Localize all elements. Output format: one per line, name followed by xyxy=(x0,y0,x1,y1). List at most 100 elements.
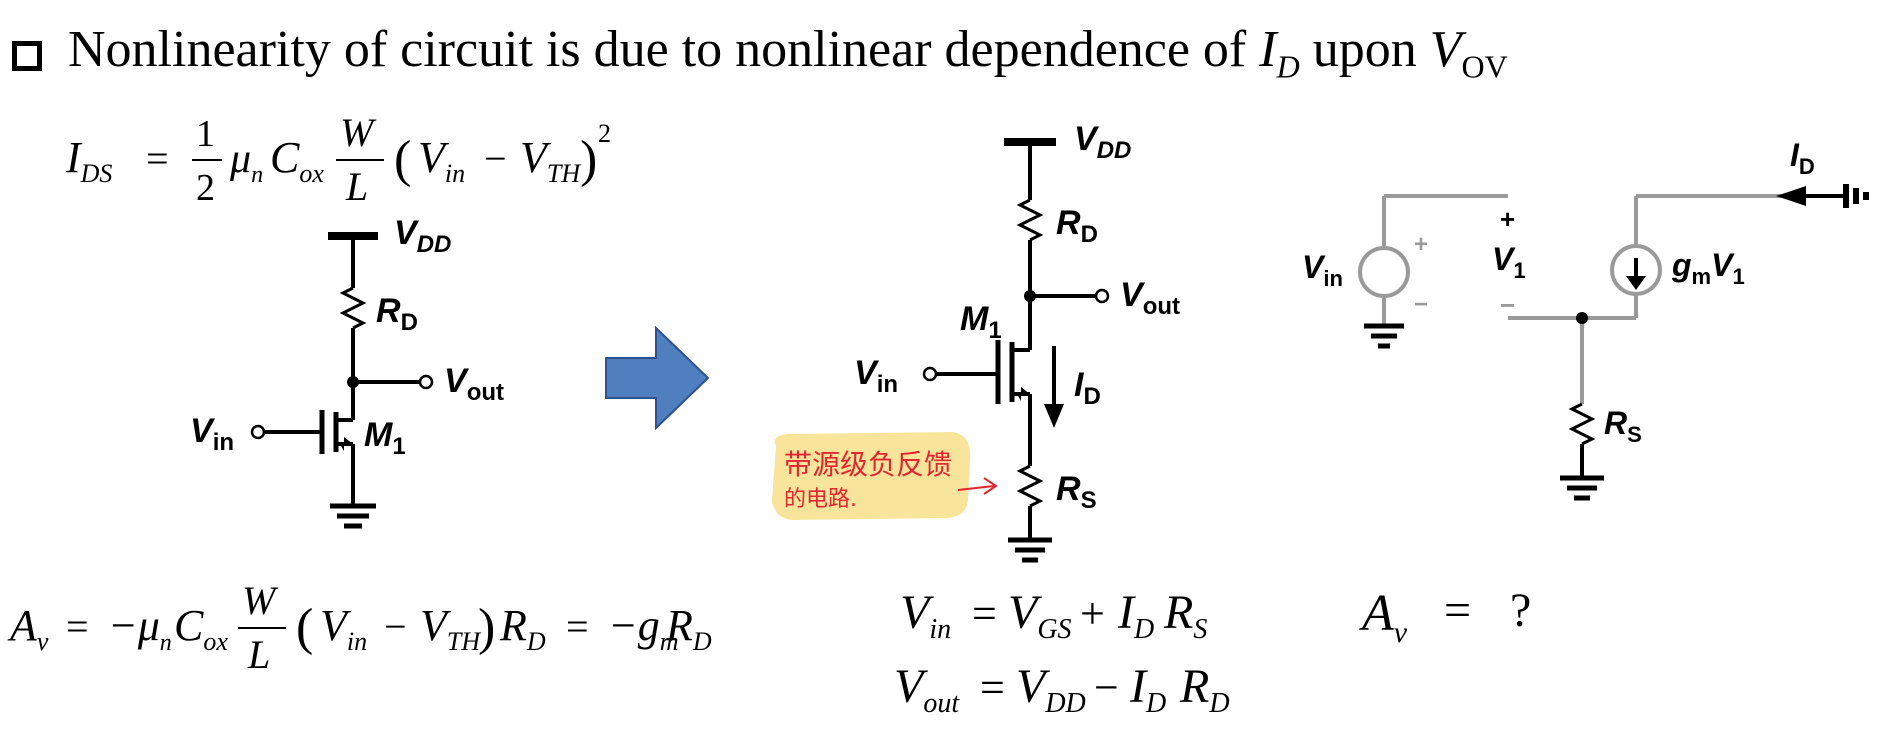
svg-text:=: = xyxy=(566,604,589,649)
svg-text:−: − xyxy=(1094,663,1119,712)
heading: Nonlinearity of circuit is due to nonlin… xyxy=(12,18,1508,88)
svg-text:Av: Av xyxy=(7,601,49,656)
equation-vout: Vout = VDD − ID RD xyxy=(894,660,1230,719)
svg-text:+: + xyxy=(1080,589,1105,638)
svg-text:ID: ID xyxy=(1074,366,1101,410)
svg-text:VTH: VTH xyxy=(420,601,481,656)
svg-text:VDD: VDD xyxy=(394,214,451,258)
svg-text:=: = xyxy=(980,663,1005,712)
svg-text:RD: RD xyxy=(1056,204,1098,248)
svg-text:VTH: VTH xyxy=(520,133,581,188)
svg-text:Vin: Vin xyxy=(190,412,234,456)
svg-text:−: − xyxy=(484,136,507,181)
circuit-3-labels: ID Vin + − + − V1 gmV1 RS xyxy=(1302,137,1815,447)
resistor-rd-2 xyxy=(1016,198,1044,242)
heading-middle: upon xyxy=(1299,21,1430,79)
svg-text:−gm: −gm xyxy=(608,601,678,656)
svg-text:M1: M1 xyxy=(960,300,1002,344)
vout-terminal-2 xyxy=(1094,288,1110,304)
svg-text:RS: RS xyxy=(1056,470,1097,514)
svg-text:W: W xyxy=(242,578,279,623)
svg-text:RD: RD xyxy=(665,601,712,656)
svg-text:Vin: Vin xyxy=(1302,249,1343,291)
svg-text:+: + xyxy=(1500,204,1515,234)
heading-var2-sub: OV xyxy=(1461,48,1508,85)
heading-var1: I xyxy=(1259,21,1277,79)
svg-text:RD: RD xyxy=(499,601,546,656)
svg-text:−: − xyxy=(1500,290,1515,320)
svg-text:IDS: IDS xyxy=(65,133,112,188)
heading-prefix: Nonlinearity of circuit is due to nonlin… xyxy=(68,21,1260,79)
svg-text:ID: ID xyxy=(1790,137,1815,179)
svg-text:1: 1 xyxy=(196,113,215,155)
svg-text:VDD: VDD xyxy=(1074,120,1131,164)
note-line-2: 的电路. xyxy=(784,487,857,512)
svg-text:Vout: Vout xyxy=(444,362,504,406)
svg-text:W: W xyxy=(340,110,377,155)
svg-text:2: 2 xyxy=(196,167,215,209)
svg-text:−μn: −μn xyxy=(108,601,172,656)
resistor-rd-1 xyxy=(339,286,367,330)
svg-text:=: = xyxy=(1444,584,1471,637)
bullet-square-icon xyxy=(12,41,42,71)
svg-text:Cox: Cox xyxy=(174,601,228,656)
svg-text:Vin: Vin xyxy=(320,601,367,656)
svg-text:=: = xyxy=(972,589,997,638)
svg-text:L: L xyxy=(247,632,270,677)
svg-text:Vin: Vin xyxy=(854,354,898,398)
svg-text:?: ? xyxy=(1510,584,1531,637)
svg-text:=: = xyxy=(146,136,169,181)
svg-text:ID: ID xyxy=(1129,660,1166,719)
heading-text: Nonlinearity of circuit is due to nonlin… xyxy=(68,20,1508,85)
resistor-rs-2 xyxy=(1016,464,1044,508)
svg-text:−: − xyxy=(1414,291,1428,318)
svg-text:RD: RD xyxy=(376,292,418,336)
svg-text:L: L xyxy=(345,164,368,209)
svg-text:+: + xyxy=(1414,231,1428,258)
vin-terminal-2 xyxy=(922,366,938,382)
vin-terminal-1 xyxy=(250,424,266,440)
svg-text:=: = xyxy=(66,604,89,649)
svg-text:RS: RS xyxy=(1163,586,1207,645)
svg-text:(: ( xyxy=(394,131,411,188)
svg-text:Vin: Vin xyxy=(418,133,465,188)
current-direction-icon xyxy=(1626,276,1646,290)
heading-var1-sub: D xyxy=(1276,48,1300,85)
svg-text:−: − xyxy=(384,604,407,649)
equation-av: Av = −μn Cox W L ( Vin − VTH ) RD = −gm … xyxy=(7,578,712,677)
svg-text:2: 2 xyxy=(598,119,611,148)
svg-text:μn: μn xyxy=(229,136,263,188)
svg-text:VGS: VGS xyxy=(1008,586,1072,645)
svg-text:Vout: Vout xyxy=(1120,276,1180,320)
equation-ids: IDS = 1 2 μn Cox W L ( Vin − VTH ) 2 xyxy=(65,110,611,209)
svg-text:VDD: VDD xyxy=(1016,660,1086,719)
svg-text:(: ( xyxy=(296,599,313,656)
heading-var2: V xyxy=(1429,21,1462,79)
handwritten-note: 带源级负反馈 的电路. xyxy=(772,432,998,520)
circuit-2-labels: VDD RD M1 Vout Vin ID RS xyxy=(854,120,1180,514)
svg-text:gmV1: gmV1 xyxy=(1671,247,1745,289)
svg-text:RD: RD xyxy=(1179,660,1230,719)
vout-terminal-1 xyxy=(418,374,434,390)
equation-vin: Vin = VGS + ID RS xyxy=(900,586,1207,645)
resistor-rs-3 xyxy=(1568,402,1596,446)
equation-av-question: Av = ? xyxy=(1359,584,1531,649)
svg-text:): ) xyxy=(580,131,597,188)
circuit-1 xyxy=(264,232,420,529)
svg-text:): ) xyxy=(478,599,495,656)
svg-text:V1: V1 xyxy=(1492,241,1526,283)
svg-text:Cox: Cox xyxy=(270,133,324,188)
note-line-1: 带源级负反馈 xyxy=(784,448,952,481)
right-arrow-icon xyxy=(605,325,710,431)
id-arrow-3 xyxy=(1776,186,1806,206)
svg-text:Vout: Vout xyxy=(894,660,960,719)
svg-text:M1: M1 xyxy=(364,416,406,460)
circuit-3 xyxy=(1358,184,1869,501)
svg-text:ID: ID xyxy=(1117,586,1154,645)
svg-text:Av: Av xyxy=(1359,585,1408,649)
circuit-1-labels: VDD RD Vout Vin M1 xyxy=(190,214,504,460)
svg-text:RS: RS xyxy=(1604,405,1642,447)
svg-text:Vin: Vin xyxy=(900,586,951,645)
voltage-source-icon xyxy=(1358,246,1410,298)
